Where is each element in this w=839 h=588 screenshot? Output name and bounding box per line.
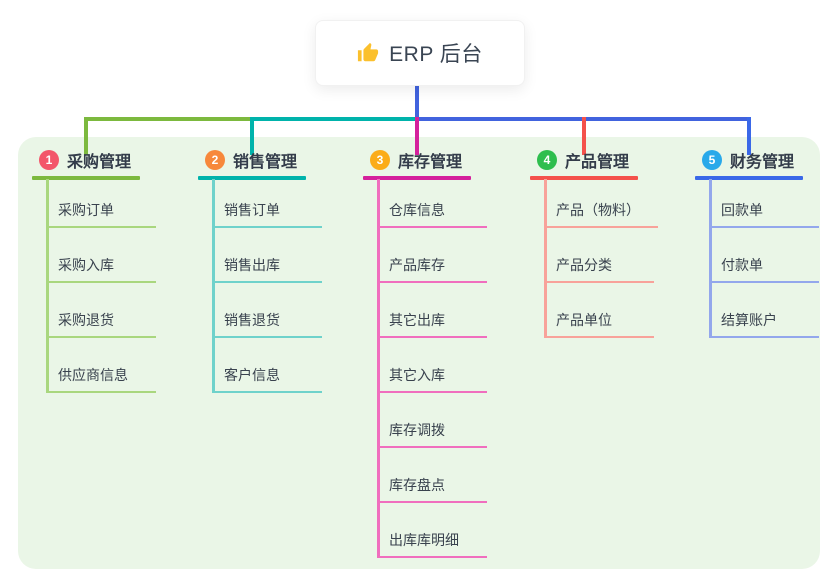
- drop-line-product: [582, 117, 586, 155]
- branch-header-inventory[interactable]: 3 库存管理: [363, 149, 462, 171]
- branch-number-badge: 5: [702, 150, 722, 170]
- branch-product: 4 产品管理 产品（物料） 产品分类 产品单位: [530, 0, 670, 588]
- branch-header-product[interactable]: 4 产品管理: [530, 149, 629, 171]
- branch-trunk-line: [544, 179, 547, 338]
- branch-number-badge: 2: [205, 150, 225, 170]
- branch-trunk-line: [709, 179, 712, 338]
- sub-item-label: 采购退货: [58, 312, 114, 328]
- sub-item-label: 付款单: [721, 257, 763, 273]
- branch-underline: [32, 176, 140, 180]
- sub-item-sales-outbound[interactable]: 销售出库: [212, 256, 322, 283]
- sub-item-other-inbound[interactable]: 其它入库: [377, 366, 487, 393]
- sub-item-label: 客户信息: [224, 367, 280, 383]
- branch-header-finance[interactable]: 5 财务管理: [695, 149, 794, 171]
- sub-item-label: 产品库存: [389, 257, 445, 273]
- branch-label: 采购管理: [67, 154, 132, 171]
- branch-inventory: 3 库存管理 仓库信息 产品库存 其它出库 其它入库 库存调拨 库存盘点 出库库…: [363, 0, 503, 588]
- sub-item-sales-return[interactable]: 销售退货: [212, 311, 322, 338]
- sub-item-sales-order[interactable]: 销售订单: [212, 201, 322, 228]
- root-connector-line: [415, 84, 419, 121]
- branch-header-purchase[interactable]: 1 采购管理: [32, 149, 131, 171]
- sub-item-product-stock[interactable]: 产品库存: [377, 256, 487, 283]
- drop-line-purchase: [84, 117, 88, 155]
- branch-trunk-line: [212, 179, 215, 393]
- sub-item-label: 产品单位: [556, 312, 612, 328]
- sub-item-label: 供应商信息: [58, 367, 128, 383]
- sub-item-label: 库存调拨: [389, 422, 445, 438]
- branch-label: 销售管理: [233, 154, 298, 171]
- sub-item-label: 其它入库: [389, 367, 445, 383]
- drop-line-finance: [747, 117, 751, 155]
- branch-underline: [695, 176, 803, 180]
- branch-header-sales[interactable]: 2 销售管理: [198, 149, 297, 171]
- branch-label: 财务管理: [730, 154, 795, 171]
- drop-line-inventory: [415, 117, 419, 155]
- root-node-title: ERP 后台: [389, 43, 483, 66]
- sub-item-product-unit[interactable]: 产品单位: [544, 311, 654, 338]
- sub-item-product-material[interactable]: 产品（物料）: [544, 201, 658, 228]
- sub-item-purchase-return[interactable]: 采购退货: [46, 311, 156, 338]
- sub-item-receipt-doc[interactable]: 回款单: [709, 201, 819, 228]
- sub-item-other-outbound[interactable]: 其它出库: [377, 311, 487, 338]
- sub-item-settlement-account[interactable]: 结算账户: [709, 311, 819, 338]
- sub-item-label: 销售出库: [224, 257, 280, 273]
- sub-item-purchase-inbound[interactable]: 采购入库: [46, 256, 156, 283]
- sub-item-label: 销售订单: [224, 202, 280, 218]
- thumbs-up-icon: [357, 42, 379, 64]
- sub-item-label: 销售退货: [224, 312, 280, 328]
- branch-underline: [198, 176, 306, 180]
- branch-number-badge: 1: [39, 150, 59, 170]
- sub-item-label: 采购入库: [58, 257, 114, 273]
- sub-item-label: 库存盘点: [389, 477, 445, 493]
- sub-item-label: 产品（物料）: [556, 202, 640, 218]
- sub-item-payment-doc[interactable]: 付款单: [709, 256, 819, 283]
- sub-item-outbound-detail[interactable]: 出库库明细: [377, 531, 487, 558]
- connector-segment-purchase: [84, 117, 252, 121]
- sub-item-label: 其它出库: [389, 312, 445, 328]
- sub-item-supplier-info[interactable]: 供应商信息: [46, 366, 156, 393]
- branch-label: 产品管理: [565, 154, 630, 171]
- branch-number-badge: 4: [537, 150, 557, 170]
- branch-trunk-line: [377, 179, 380, 558]
- sub-item-label: 结算账户: [721, 312, 777, 328]
- sub-item-label: 产品分类: [556, 257, 612, 273]
- drop-line-sales: [250, 117, 254, 155]
- branch-purchase: 1 采购管理 采购订单 采购入库 采购退货 供应商信息: [32, 0, 172, 588]
- root-node-erp[interactable]: ERP 后台: [315, 20, 525, 86]
- branch-underline: [530, 176, 638, 180]
- sub-item-stock-check[interactable]: 库存盘点: [377, 476, 487, 503]
- branch-underline: [363, 176, 471, 180]
- branch-number-badge: 3: [370, 150, 390, 170]
- sub-item-label: 采购订单: [58, 202, 114, 218]
- sub-item-purchase-order[interactable]: 采购订单: [46, 201, 156, 228]
- sub-item-customer-info[interactable]: 客户信息: [212, 366, 322, 393]
- connector-segment-sales: [252, 117, 417, 121]
- branch-finance: 5 财务管理 回款单 付款单 结算账户: [695, 0, 835, 588]
- branches-panel: [18, 137, 820, 569]
- sub-item-label: 出库库明细: [389, 532, 459, 548]
- branch-label: 库存管理: [398, 154, 463, 171]
- sub-item-warehouse-info[interactable]: 仓库信息: [377, 201, 487, 228]
- sub-item-product-category[interactable]: 产品分类: [544, 256, 654, 283]
- sub-item-stock-transfer[interactable]: 库存调拨: [377, 421, 487, 448]
- branch-trunk-line: [46, 179, 49, 393]
- branch-sales: 2 销售管理 销售订单 销售出库 销售退货 客户信息: [198, 0, 338, 588]
- sub-item-label: 仓库信息: [389, 202, 445, 218]
- sub-item-label: 回款单: [721, 202, 763, 218]
